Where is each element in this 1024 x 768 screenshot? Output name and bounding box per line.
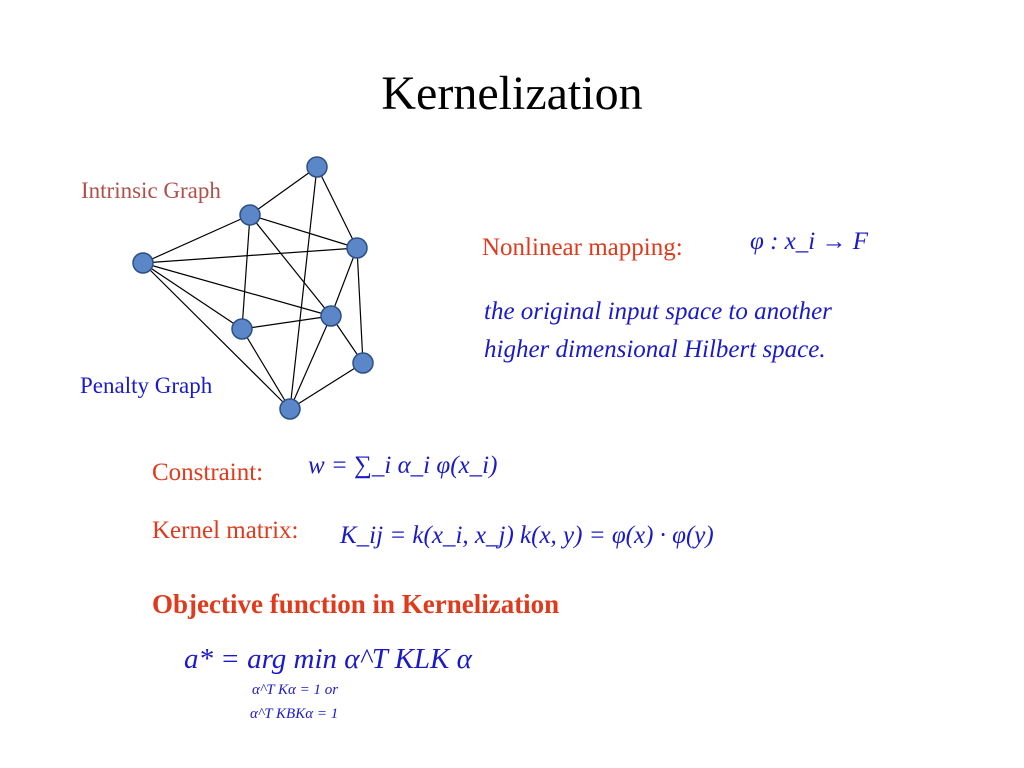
graph-edge bbox=[249, 214, 358, 249]
slide-title: Kernelization bbox=[381, 67, 643, 120]
graph-edge bbox=[289, 315, 332, 410]
graph-edge bbox=[142, 247, 358, 264]
graph-edge bbox=[249, 214, 332, 317]
kernel-matrix-formula: K_ij = k(x_i, x_j) k(x, y) = φ(x) · φ(y) bbox=[340, 522, 714, 549]
mapping-description-line1: the original input space to another bbox=[484, 298, 832, 325]
graph-node bbox=[279, 398, 301, 420]
graph-node bbox=[346, 237, 368, 259]
graph-edge bbox=[241, 315, 332, 330]
objective-heading: Objective function in Kernelization bbox=[152, 589, 560, 619]
graph-edge bbox=[249, 166, 318, 216]
constraint-label: Constraint: bbox=[152, 459, 264, 486]
graph-node bbox=[239, 204, 261, 226]
graph-edge bbox=[142, 262, 332, 317]
graph-node bbox=[320, 305, 342, 327]
kernel-matrix-label: Kernel matrix: bbox=[152, 517, 299, 544]
graph-edge bbox=[356, 247, 364, 364]
graph-edge bbox=[142, 262, 243, 330]
graph-edge bbox=[142, 262, 291, 410]
objective-constraint-2: α^T KBKα = 1 bbox=[250, 706, 339, 722]
nonlinear-mapping-label: Nonlinear mapping: bbox=[482, 234, 683, 261]
objective-formula: a* = arg min α^T KLK α bbox=[184, 643, 472, 675]
intrinsic-graph-label: Intrinsic Graph bbox=[81, 178, 221, 203]
graph-node bbox=[132, 252, 154, 274]
graph-edge bbox=[289, 362, 364, 410]
graph-edge bbox=[289, 166, 318, 410]
nonlinear-mapping-formula: φ : x_i → F bbox=[750, 228, 868, 255]
constraint-formula: w = ∑_i α_i φ(x_i) bbox=[308, 452, 498, 479]
graph-edge bbox=[316, 166, 358, 249]
graph-edge bbox=[241, 214, 251, 330]
graph-edge bbox=[330, 247, 358, 317]
graph-node bbox=[231, 318, 253, 340]
graph-edge bbox=[142, 214, 251, 264]
mapping-description-line2: higher dimensional Hilbert space. bbox=[484, 336, 826, 363]
graph-node bbox=[306, 156, 328, 178]
graph-node bbox=[352, 352, 374, 374]
objective-constraint-1: α^T Kα = 1 or bbox=[252, 682, 339, 698]
penalty-graph-label: Penalty Graph bbox=[80, 373, 213, 398]
graph-edge bbox=[241, 328, 291, 410]
